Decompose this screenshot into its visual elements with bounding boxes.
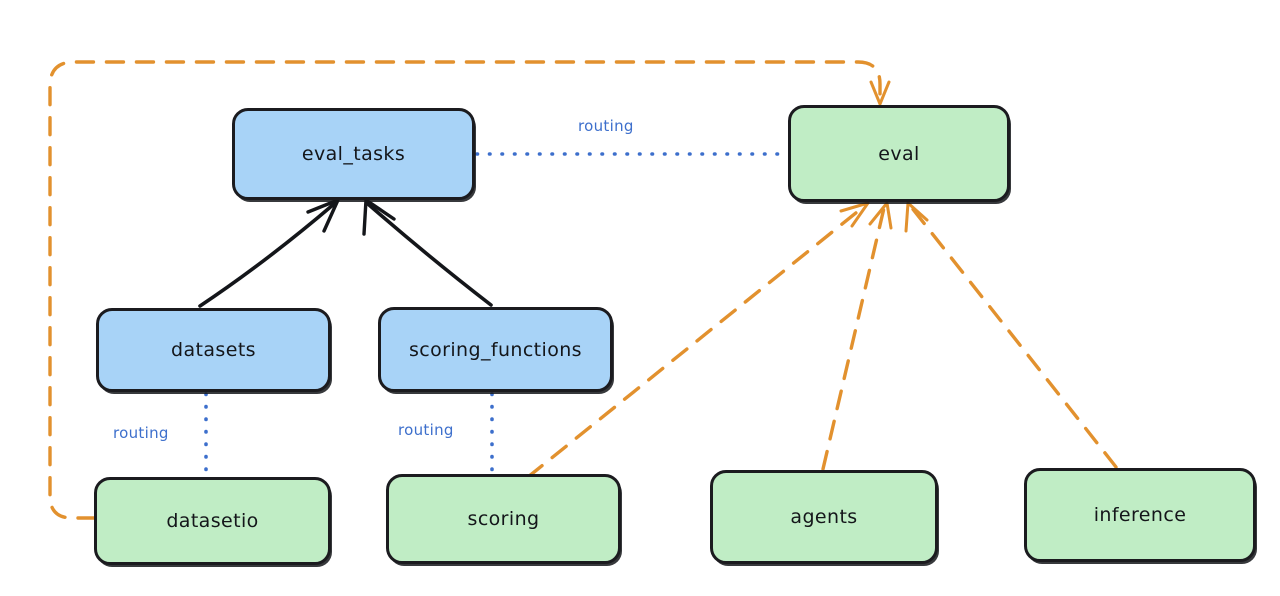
node-datasets[interactable]: datasets (96, 308, 331, 392)
node-datasets-label: datasets (171, 339, 256, 361)
node-datasetio[interactable]: datasetio (94, 477, 331, 565)
node-scoring-functions[interactable]: scoring_functions (378, 307, 613, 392)
edge-label-routing-datasets: routing (113, 424, 169, 442)
edge-agents-eval (821, 201, 893, 471)
edge-label-routing-eval-tasks: routing (578, 117, 634, 135)
node-agents[interactable]: agents (710, 470, 938, 564)
node-inference[interactable]: inference (1024, 468, 1256, 562)
node-eval-label: eval (878, 142, 920, 165)
node-eval-tasks[interactable]: eval_tasks (232, 108, 475, 200)
node-scoring-label: scoring (467, 508, 540, 530)
node-eval-tasks-label: eval_tasks (301, 143, 406, 165)
node-datasetio-label: datasetio (166, 510, 259, 532)
node-eval[interactable]: eval (788, 105, 1010, 202)
edge-inference-eval (904, 201, 1118, 469)
node-inference-label: inference (1093, 504, 1187, 526)
node-scoring[interactable]: scoring (386, 474, 621, 564)
node-scoring-functions-label: scoring_functions (409, 338, 582, 361)
edge-datasets-eval-tasks (198, 198, 340, 308)
edge-scoring-functions-eval-tasks (362, 198, 493, 307)
node-agents-label: agents (790, 506, 858, 528)
edge-label-routing-scoring-functions: routing (398, 421, 454, 439)
